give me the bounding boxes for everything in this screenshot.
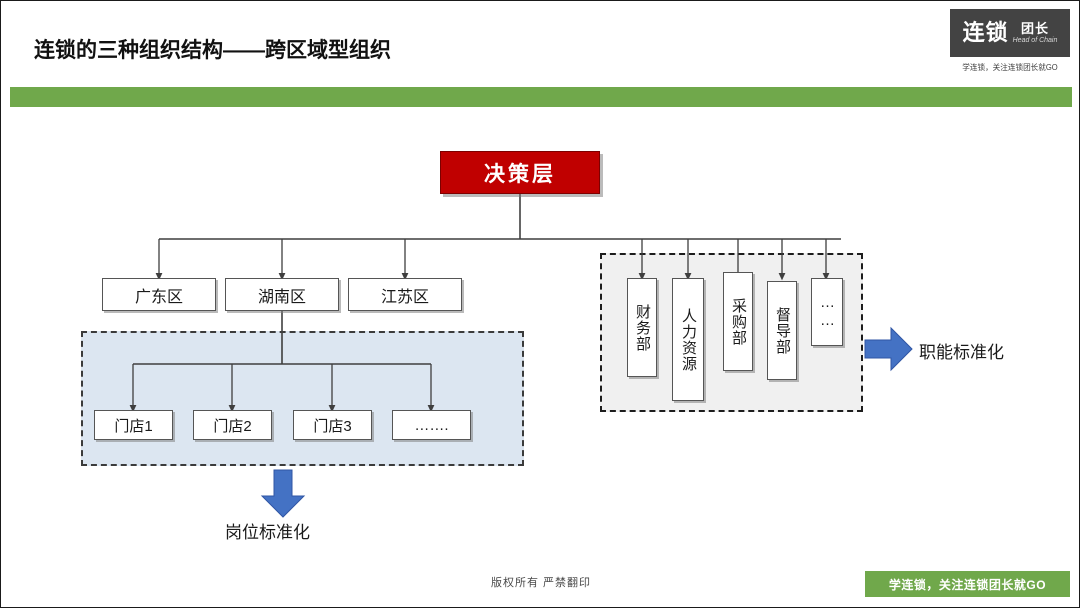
- org-node-decision-layer[interactable]: 决策层: [440, 151, 600, 194]
- callout-label-position-standardization: 岗位标准化: [225, 523, 310, 542]
- callout-label-function-standardization: 职能标准化: [919, 343, 1004, 362]
- org-node-label: 江苏区: [380, 288, 429, 306]
- org-node-store-3[interactable]: 门店3: [293, 410, 372, 440]
- right-arrow-icon: [864, 326, 913, 372]
- org-node-label: 湖南区: [257, 288, 306, 306]
- logo-badge: 连锁 团长 Head of Chain: [950, 9, 1070, 57]
- org-node-region-guangdong[interactable]: 广东区: [102, 278, 216, 311]
- footer-copyright: 版权所有 严禁翻印: [490, 577, 592, 589]
- org-node-label: 人力资源: [679, 307, 697, 372]
- footer-promo-banner: 学连锁，关注连锁团长就GO: [865, 571, 1070, 597]
- org-node-label: 广东区: [134, 288, 183, 306]
- org-node-label: 决策层: [484, 162, 556, 186]
- org-node-label: 门店1: [114, 417, 153, 435]
- org-node-store-2[interactable]: 门店2: [193, 410, 272, 440]
- store-group-box: [81, 331, 524, 466]
- brand-logo: 连锁 团长 Head of Chain 学连锁，关注连锁团长就GO: [950, 9, 1070, 81]
- logo-main-text: 连锁: [962, 20, 1009, 45]
- org-node-region-jiangsu[interactable]: 江苏区: [348, 278, 462, 311]
- logo-secondary: 团长 Head of Chain: [1013, 22, 1058, 44]
- down-arrow-icon: [260, 469, 306, 518]
- org-node-dept-finance[interactable]: 财务部: [627, 278, 657, 377]
- org-node-label: …….: [414, 416, 449, 434]
- connector-lines: [129, 194, 841, 413]
- org-node-label: 门店3: [313, 417, 352, 435]
- org-node-dept-purchasing[interactable]: 采购部: [723, 272, 753, 371]
- page-title: 连锁的三种组织结构——跨区域型组织: [34, 39, 391, 62]
- org-node-label: 督导部: [773, 306, 791, 355]
- logo-tagline: 学连锁，关注连锁团长就GO: [962, 63, 1058, 72]
- org-node-region-hunan[interactable]: 湖南区: [225, 278, 339, 311]
- org-node-label: 采购部: [729, 297, 747, 346]
- logo-sub-en-text: Head of Chain: [1012, 37, 1058, 44]
- org-node-dept-supervision[interactable]: 督导部: [767, 281, 797, 380]
- logo-sub-cn-text: 团长: [1021, 21, 1050, 36]
- org-node-label: 门店2: [213, 417, 252, 435]
- org-node-store-more[interactable]: …….: [392, 410, 471, 440]
- org-node-label: 财务部: [633, 303, 651, 352]
- org-node-store-1[interactable]: 门店1: [94, 410, 173, 440]
- org-chart-diagram: 决策层 广东区 湖南区 江苏区 门店1 门店2 门店3 ……. 财务部 人力: [1, 107, 1079, 562]
- org-node-label: ……: [818, 294, 836, 330]
- footer-promo-text: 学连锁，关注连锁团长就GO: [888, 577, 1047, 592]
- org-node-dept-hr[interactable]: 人力资源: [672, 278, 704, 401]
- org-node-dept-more[interactable]: ……: [811, 278, 843, 346]
- title-divider-bar: [10, 87, 1072, 107]
